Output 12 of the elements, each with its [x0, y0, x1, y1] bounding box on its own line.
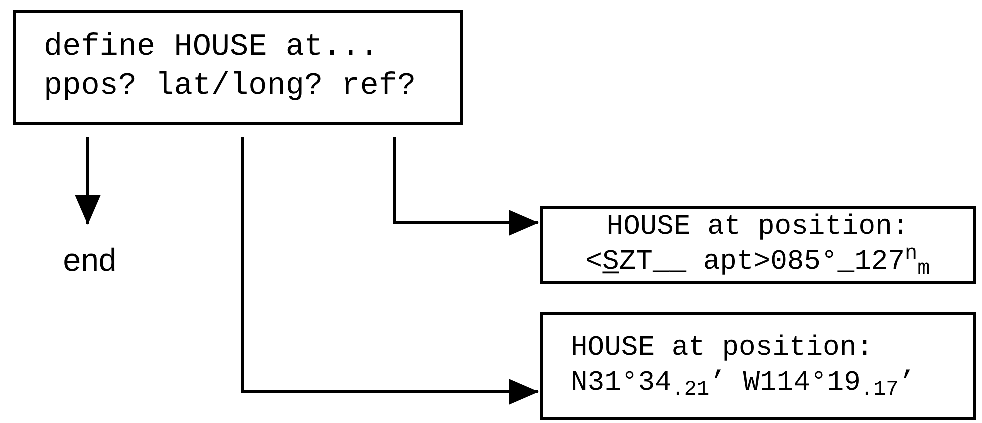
- display-box: [13, 10, 463, 125]
- display-box: [540, 312, 976, 420]
- arrow: [394, 137, 539, 236]
- display-box: [540, 206, 976, 284]
- display-line: define HOUSE at...: [44, 28, 380, 67]
- display-line: ppos? lat/long? ref?: [44, 68, 418, 106]
- display-line: N31°34$_{.21}$’ W114°19$_{.17}$’: [571, 367, 916, 401]
- display-line: HOUSE at position:: [571, 332, 874, 366]
- arrow: [75, 137, 101, 225]
- display-line: HOUSE at position:: [606, 211, 910, 245]
- arrow: [242, 137, 539, 405]
- end-label: end: [55, 238, 125, 282]
